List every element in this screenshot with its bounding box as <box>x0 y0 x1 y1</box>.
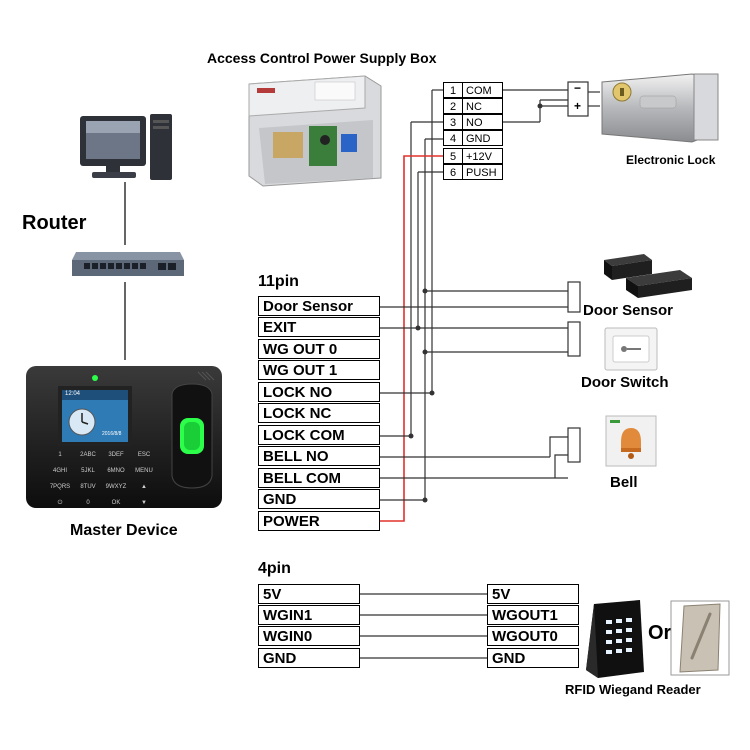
keypad-key: ▲ <box>141 484 147 490</box>
electronic-lock-label: Electronic Lock <box>626 153 716 167</box>
keypad-key: 6MNO <box>107 468 125 474</box>
terminal-label: COM <box>463 82 503 98</box>
terminal-number: 4 <box>443 130 463 146</box>
pin11-lock-nc: LOCK NC <box>258 403 380 423</box>
pin4-left-gnd: GND <box>258 648 360 668</box>
door-sensor-image <box>596 250 706 302</box>
pin4-left-connector: 5V WGIN1 WGIN0 GND <box>258 584 360 672</box>
power-wire <box>380 155 443 522</box>
terminal-number: 1 <box>443 82 463 98</box>
rfid-reader-label: RFID Wiegand Reader <box>565 682 701 697</box>
pin11-power: POWER <box>258 511 380 531</box>
keypad-key: 0 <box>86 500 90 506</box>
power-box-title: Access Control Power Supply Box <box>207 50 437 66</box>
terminal-number: 3 <box>443 114 463 130</box>
pin11-connector: Door Sensor EXIT WG OUT 0 WG OUT 1 LOCK … <box>258 296 380 532</box>
pin11-wg-out-0: WG OUT 0 <box>258 339 380 359</box>
rfid-keypad-reader-image <box>584 600 646 680</box>
door-sensor-label: Door Sensor <box>583 302 674 319</box>
pin11-bell-com: BELL COM <box>258 468 380 488</box>
terminal-label: GND <box>463 130 503 146</box>
terminal-label: NC <box>463 98 503 114</box>
pin11-header: 11pin <box>258 273 299 290</box>
keypad-key: 2ABC <box>80 452 96 458</box>
master-device-image <box>24 364 224 512</box>
keypad-key: 3DEF <box>108 452 124 458</box>
keypad-key: 5JKL <box>81 468 95 474</box>
router-icon <box>70 248 186 280</box>
pin4-left-5v: 5V <box>258 584 360 604</box>
keypad-key: ESC <box>137 452 151 458</box>
pin4-header: 4pin <box>258 560 291 577</box>
terminal-number: 5 <box>443 148 463 164</box>
pin4-right-connector: 5V WGOUT1 WGOUT0 GND <box>487 584 579 672</box>
pin11-bell-no: BELL NO <box>258 446 380 466</box>
keypad-key: 4GHI <box>52 468 67 474</box>
or-label: Or <box>648 622 672 644</box>
device-date: 2016/8/8 <box>102 431 122 437</box>
pin11-exit: EXIT <box>258 317 380 337</box>
pin11-gnd: GND <box>258 489 380 509</box>
router-label: Router <box>22 212 87 234</box>
pin11-lock-com: LOCK COM <box>258 425 380 445</box>
keypad-key: 8TUV <box>80 484 96 490</box>
pin4-right-gnd: GND <box>487 648 579 668</box>
keypad-key: ⏻ <box>57 500 63 506</box>
lock-plus-mark: + <box>574 99 582 113</box>
door-switch-label: Door Switch <box>581 374 669 391</box>
lock-minus-mark: − <box>574 81 582 95</box>
keypad-key: 7PQRS <box>49 484 71 490</box>
terminal-number: 2 <box>443 98 463 114</box>
door-switch-image <box>603 326 659 372</box>
keypad-key: 9WXYZ <box>105 484 127 490</box>
bell-image <box>604 414 658 468</box>
pin4-left-wgin1: WGIN1 <box>258 605 360 625</box>
pin4-right-wgout0: WGOUT0 <box>487 626 579 646</box>
terminal-label: NO <box>463 114 503 130</box>
pin4-right-wgout1: WGOUT1 <box>487 605 579 625</box>
device-time: 12:04 <box>65 391 81 397</box>
rfid-card-reader-image <box>670 600 730 676</box>
computer-icon <box>78 112 174 184</box>
electronic-lock-image <box>596 66 724 146</box>
terminal-label: PUSH <box>463 164 503 180</box>
terminal-block: 1 COM 2 NC 3 NO 4 GND 5 +12V 6 PUSH <box>443 82 505 182</box>
keypad-key: OK <box>111 500 121 506</box>
bell-label: Bell <box>610 474 638 491</box>
keypad-key: 1 <box>58 452 62 458</box>
pin4-left-wgin0: WGIN0 <box>258 626 360 646</box>
pin11-door-sensor: Door Sensor <box>258 296 380 316</box>
pin4-right-5v: 5V <box>487 584 579 604</box>
power-supply-box-image <box>243 74 387 188</box>
pin11-lock-no: LOCK NO <box>258 382 380 402</box>
keypad-key: ▼ <box>141 500 147 506</box>
master-device-label: Master Device <box>70 522 178 539</box>
keypad-key: MENU <box>135 468 153 474</box>
terminal-number: 6 <box>443 164 463 180</box>
keypad: 1 2ABC 3DEF ESC 4GHI 5JKL 6MNO MENU 7PQR… <box>48 452 160 506</box>
pin11-wg-out-1: WG OUT 1 <box>258 360 380 380</box>
terminal-label: +12V <box>463 148 503 164</box>
